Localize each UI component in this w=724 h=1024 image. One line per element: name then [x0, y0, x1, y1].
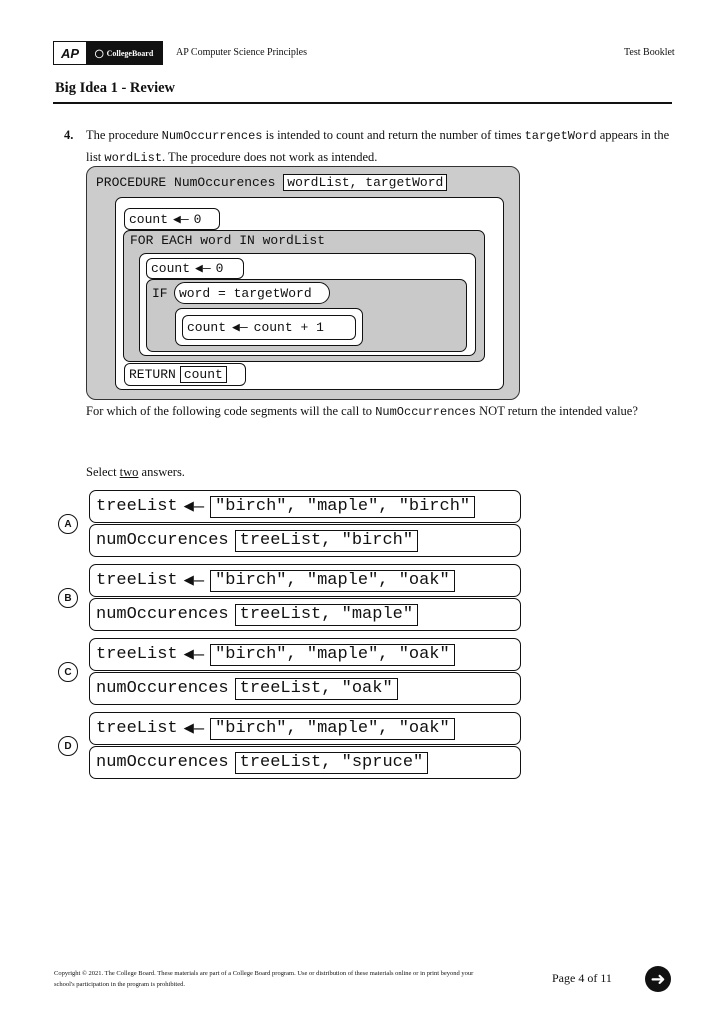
var-name: treeList: [96, 571, 178, 590]
section-title: Big Idea 1 - Review: [55, 80, 176, 96]
call-name: numOccurences: [96, 679, 229, 698]
return-value: count: [179, 366, 227, 383]
list-literal: "birch", "maple", "birch": [210, 495, 476, 518]
var-name: treeList: [96, 497, 178, 516]
acorn-icon: ◯: [94, 48, 104, 58]
assign-arrow-icon: ◀—: [173, 211, 189, 227]
inner-count-block: count ◀— 0: [146, 258, 244, 279]
option-a-assignment: treeList ◀— "birch", "maple", "birch": [89, 490, 521, 523]
call-name: numOccurences: [96, 531, 229, 550]
option-b-assignment: treeList ◀— "birch", "maple", "oak": [89, 564, 521, 597]
option-a-call: numOccurences treeList, "birch": [89, 524, 521, 557]
call-args: treeList, "birch": [234, 529, 419, 552]
option-a-selector[interactable]: A: [58, 514, 78, 534]
call-args: treeList, "oak": [234, 677, 398, 700]
for-each-label: FOR EACH word IN wordList: [130, 233, 326, 248]
next-page-button[interactable]: ➜: [645, 966, 671, 992]
option-d-call: numOccurences treeList, "spruce": [89, 746, 521, 779]
question-stem: The procedure NumOccurrences is intended…: [86, 128, 670, 165]
option-b-call: numOccurences treeList, "maple": [89, 598, 521, 631]
ap-college-board-logo: AP ◯ CollegeBoard: [53, 41, 163, 65]
booklet-label: Test Booklet: [624, 47, 675, 58]
call-args: treeList, "spruce": [234, 751, 429, 774]
copyright-notice: Copyright © 2021. The College Board. The…: [54, 970, 474, 988]
assign-arrow-icon: ◀—: [183, 720, 205, 739]
call-name: numOccurences: [96, 605, 229, 624]
college-board-logo: ◯ CollegeBoard: [86, 42, 162, 64]
option-c-call: numOccurences treeList, "oak": [89, 672, 521, 705]
option-d-assignment: treeList ◀— "birch", "maple", "oak": [89, 712, 521, 745]
select-instruction: Select two answers.: [86, 465, 185, 479]
option-b-selector[interactable]: B: [58, 588, 78, 608]
option-c-selector[interactable]: C: [58, 662, 78, 682]
var-name: treeList: [96, 645, 178, 664]
procedure-params: wordList, targetWord: [283, 174, 448, 191]
if-condition: word = targetWord: [174, 282, 330, 304]
question-number: 4.: [64, 128, 74, 142]
page-number: Page 4 of 11: [552, 971, 612, 985]
option-d-selector[interactable]: D: [58, 736, 78, 756]
procedure-header: PROCEDURE NumOccurences wordList, target…: [96, 174, 448, 191]
assign-arrow-icon: ◀—: [232, 320, 248, 335]
header-divider: [53, 102, 672, 104]
course-title: AP Computer Science Principles: [176, 47, 307, 58]
assign-arrow-icon: ◀—: [183, 646, 205, 665]
if-keyword: IF: [152, 286, 168, 301]
list-literal: "birch", "maple", "oak": [210, 643, 455, 666]
list-literal: "birch", "maple", "oak": [210, 717, 455, 740]
list-literal: "birch", "maple", "oak": [210, 569, 455, 592]
count-init-block: count ◀— 0: [124, 208, 220, 230]
assign-arrow-icon: ◀—: [183, 498, 205, 517]
assign-arrow-icon: ◀—: [183, 572, 205, 591]
ap-logo: AP: [54, 42, 86, 64]
option-c-assignment: treeList ◀— "birch", "maple", "oak": [89, 638, 521, 671]
call-name: numOccurences: [96, 753, 229, 772]
var-name: treeList: [96, 719, 178, 738]
call-args: treeList, "maple": [234, 603, 419, 626]
assign-arrow-icon: ◀—: [195, 261, 211, 276]
question-prompt: For which of the following code segments…: [86, 404, 638, 419]
return-block: RETURN count: [124, 363, 246, 386]
arrow-right-icon: ➜: [650, 968, 666, 990]
increment-block: count ◀— count + 1: [182, 315, 356, 340]
